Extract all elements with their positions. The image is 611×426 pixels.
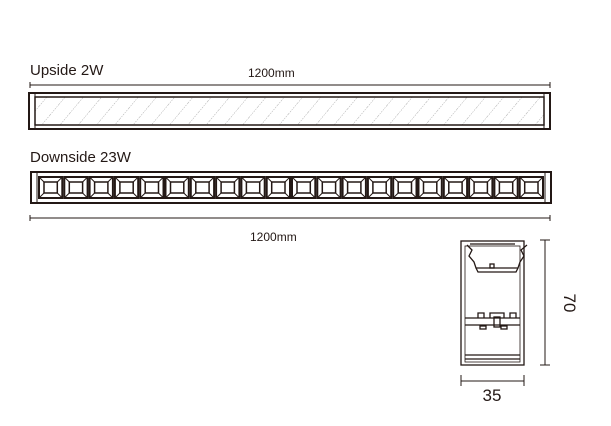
led-cell — [493, 176, 519, 199]
height-dimension-line — [540, 239, 550, 366]
upside-label: Upside 2W — [30, 62, 104, 79]
led-cell — [341, 176, 367, 199]
height-label: 70 — [560, 294, 579, 313]
upside-bar — [28, 92, 551, 130]
upside-length-label: 1200mm — [248, 66, 295, 80]
led-cell — [291, 176, 317, 199]
led-cell — [240, 176, 266, 199]
profile-cross-section — [460, 240, 528, 366]
downside-dimension-line — [29, 215, 551, 221]
led-cell — [215, 176, 241, 199]
downside-label: Downside 23W — [30, 149, 132, 166]
led-cell — [164, 176, 190, 199]
led-cell — [316, 176, 342, 199]
led-cell — [417, 176, 443, 199]
downside-length-label: 1200mm — [250, 230, 297, 244]
led-cell — [468, 176, 494, 199]
led-cell — [366, 176, 393, 199]
led-cell — [38, 176, 64, 199]
led-cell — [139, 176, 165, 199]
width-dimension-line — [460, 375, 525, 386]
led-cell — [392, 176, 418, 199]
upside-dimension-line — [29, 82, 551, 88]
led-cell — [88, 176, 114, 199]
led-cell — [189, 176, 216, 199]
led-cell — [63, 176, 89, 199]
downside-bar — [30, 171, 552, 204]
led-cell — [518, 176, 545, 199]
width-label: 35 — [483, 386, 502, 405]
led-cell — [113, 176, 140, 199]
led-cell — [265, 176, 292, 199]
led-cell — [442, 176, 469, 199]
